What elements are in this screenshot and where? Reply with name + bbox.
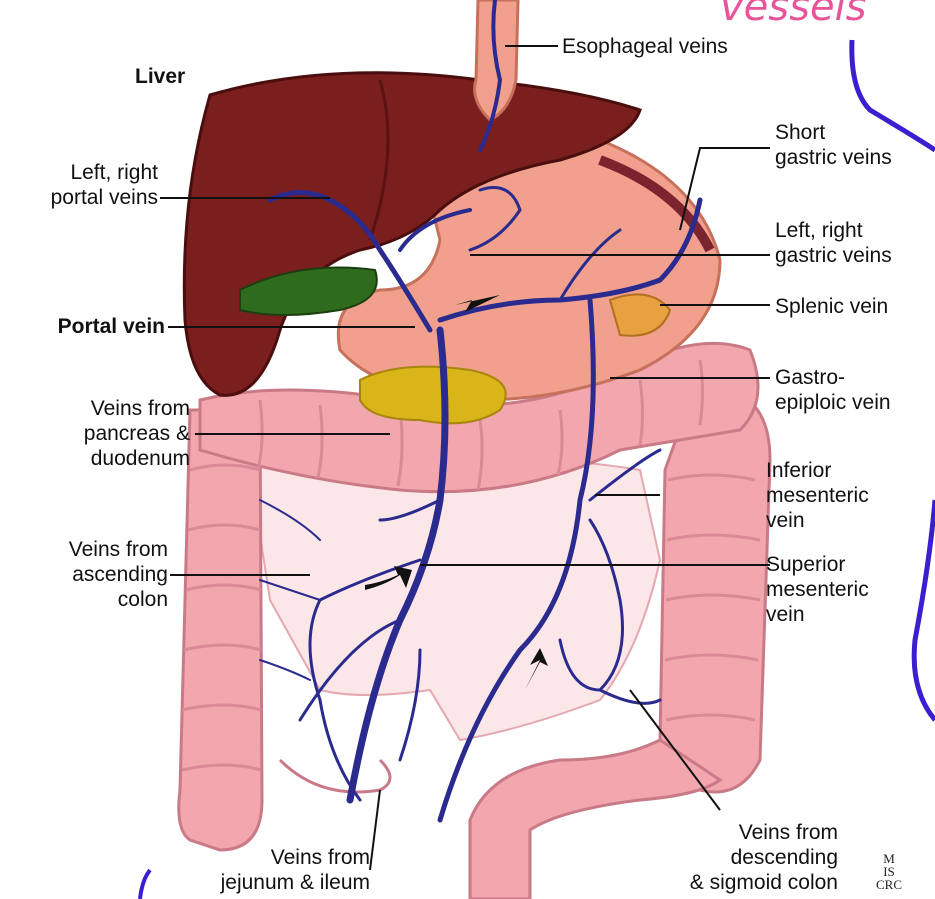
portal-vein-label: Portal vein <box>10 314 165 339</box>
left-right-portal-veins-label: Left, right portal veins <box>10 160 158 210</box>
liver-label: Liver <box>135 64 185 89</box>
marker-stroke-bottom-left <box>140 870 150 899</box>
gastroepiploic-vein-label: Gastro- epiploic vein <box>775 365 891 415</box>
short-gastric-veins-label: Short gastric veins <box>775 120 892 170</box>
annotation-fragment: vessels <box>720 0 867 30</box>
left-right-gastric-veins-label: Left, right gastric veins <box>775 218 892 268</box>
inferior-mesenteric-vein-label: Inferior mesenteric vein <box>766 458 869 533</box>
annotation-text: vessels <box>720 0 867 30</box>
publisher-logo: M IS CRC <box>876 852 902 891</box>
esophageal-veins-label: Esophageal veins <box>562 34 728 59</box>
veins-descending-sigmoid-label: Veins from descending & sigmoid colon <box>630 820 838 895</box>
ascending-colon <box>179 410 262 850</box>
ileum-loop <box>280 760 390 792</box>
veins-pancreas-duodenum-label: Veins from pancreas & duodenum <box>10 396 190 471</box>
veins-ascending-colon-label: Veins from ascending colon <box>10 537 168 612</box>
pancreas <box>360 367 506 424</box>
splenic-vein-label: Splenic vein <box>775 294 888 319</box>
veins-jejunum-ileum-label: Veins from jejunum & ileum <box>170 845 370 895</box>
superior-mesenteric-vein-label: Superior mesenteric vein <box>766 552 869 627</box>
descending-colon <box>660 395 770 792</box>
